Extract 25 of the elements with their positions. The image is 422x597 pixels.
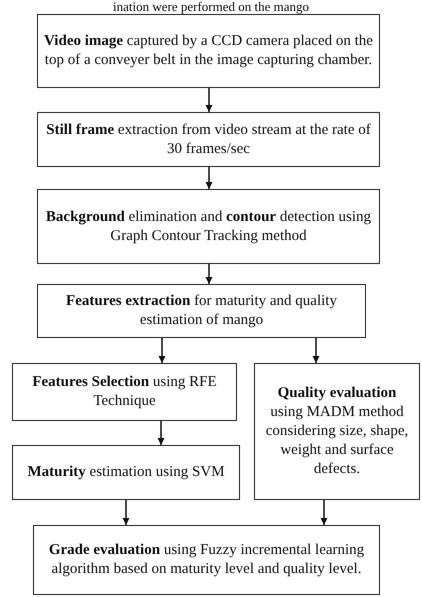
arrow [312, 338, 320, 363]
process-box [33, 525, 380, 595]
arrow [206, 264, 212, 284]
arrow [158, 421, 164, 445]
page-text-fragment: ination were performed on the mango [112, 0, 310, 13]
step-text: Quality evaluation using MADM method considering size, shape, weight and surface defects. [264, 384, 410, 479]
process-box [37, 284, 366, 338]
process-box [12, 445, 240, 500]
arrow [158, 338, 166, 363]
arrow [320, 500, 328, 525]
process-box [37, 14, 380, 88]
step-text: Features Selection using RFE Technique [31, 373, 218, 411]
arrow [206, 167, 212, 189]
process-box [37, 112, 380, 167]
process-box [254, 363, 420, 500]
arrow [122, 500, 130, 525]
step-text: Maturity estimation using SVM [27, 463, 225, 482]
process-box [37, 189, 380, 264]
step-text: Grade evaluation using Fuzzy incremental learning algorithm based on maturity level and quality level. [48, 541, 366, 579]
process-box [12, 363, 237, 421]
step-text: Features extraction for maturity and quality estimation of mango [65, 292, 338, 330]
step-text: Background elimination and contour detection using Graph Contour Tracking method [44, 208, 372, 246]
step-text: Still frame extraction from video stream at the rate of 30 frames/sec [45, 120, 372, 158]
step-text: Video image captured by a CCD camera placed on the top of a conveyer belt in the image capturing chamber. [44, 32, 373, 70]
arrow [206, 88, 212, 112]
